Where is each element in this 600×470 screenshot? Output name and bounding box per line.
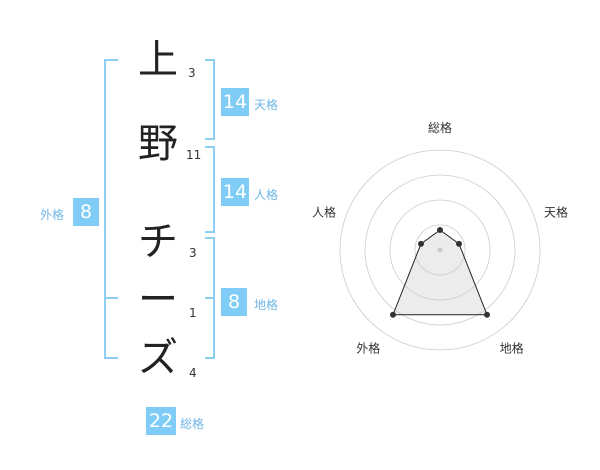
radar-grid [339, 149, 541, 351]
stroke-count-4: 1 [189, 306, 197, 320]
radar-axis-label-4: 外格 [356, 341, 380, 356]
radar-point-2 [456, 240, 463, 247]
radar-ring-3 [364, 174, 516, 326]
stroke-count-3: 3 [189, 246, 197, 260]
soukaku-label: 総格 [180, 417, 205, 431]
gaikaku-badge: 8 [73, 198, 99, 226]
radar-axis-label-2: 天格 [544, 204, 568, 219]
radar-polygon [392, 229, 488, 316]
radar-point-3 [484, 311, 491, 318]
radar-series [389, 227, 491, 318]
radar-axis-label-5: 人格 [312, 204, 336, 219]
name-char-3: チ [138, 219, 178, 265]
tenkaku-badge: 14 [221, 88, 249, 116]
tenkaku-bracket [205, 59, 215, 140]
jinkaku-label: 人格 [254, 188, 279, 202]
radar-ring-1 [414, 224, 466, 276]
gaikaku-label: 外格 [40, 208, 65, 222]
gaikaku-bracket [104, 59, 118, 359]
name-char-4: ー [138, 277, 178, 323]
tenkaku-label: 天格 [254, 98, 279, 112]
radar-point-4 [389, 311, 396, 318]
stroke-count-5: 4 [189, 366, 197, 380]
stroke-count-2: 11 [186, 148, 202, 162]
stroke-count-1: 3 [188, 66, 196, 80]
radar-center [437, 247, 443, 253]
radar-point-1 [437, 227, 443, 233]
chikaku-badge: 8 [221, 288, 247, 316]
radar-axis-label-1: 総格 [428, 120, 452, 135]
radar-ring-4 [339, 149, 541, 351]
name-char-1: 上 [138, 37, 178, 83]
name-char-2: 野 [138, 121, 178, 167]
jinkaku-bracket [205, 146, 215, 233]
soukaku-badge: 22 [146, 407, 176, 435]
radar-axis-label-3: 地格 [500, 341, 524, 356]
radar-ring-2 [389, 199, 491, 301]
jinkaku-badge: 14 [221, 178, 249, 206]
radar-point-5 [417, 240, 424, 247]
name-char-5: ズ [138, 335, 178, 381]
chikaku-label: 地格 [254, 298, 279, 312]
